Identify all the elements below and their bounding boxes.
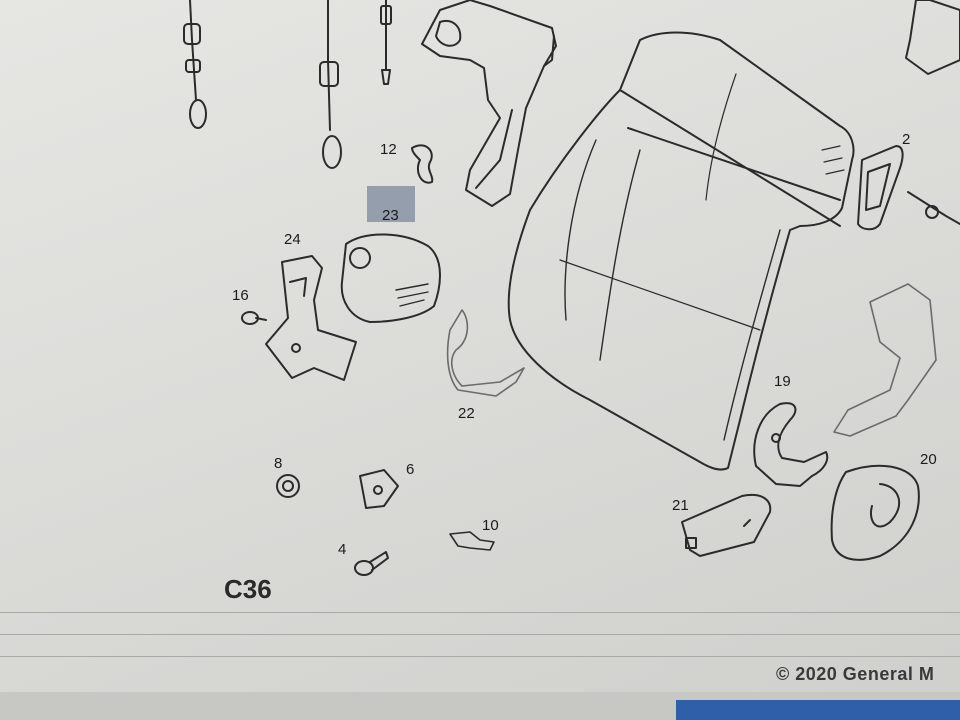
clip-part-12 bbox=[411, 144, 434, 184]
cover-part-23 bbox=[340, 233, 441, 323]
diagram-callout-code: C36 bbox=[224, 574, 272, 604]
footer-divider-top bbox=[0, 612, 960, 613]
label-part-6[interactable]: 6 bbox=[406, 461, 415, 478]
handle-part-2 bbox=[857, 145, 960, 231]
cover-part-20 bbox=[830, 464, 920, 561]
label-part-4[interactable]: 4 bbox=[338, 541, 347, 558]
trim-part-22 bbox=[446, 309, 525, 397]
cable-part-thin bbox=[380, 0, 392, 85]
label-part-16[interactable]: 16 bbox=[232, 287, 249, 304]
footer-divider-middle bbox=[0, 634, 960, 635]
side-cover-faint bbox=[833, 283, 937, 437]
washer-part-8 bbox=[276, 474, 300, 498]
label-part-21[interactable]: 21 bbox=[672, 497, 689, 514]
top-right-part bbox=[905, 0, 960, 75]
label-part-23[interactable]: 23 bbox=[382, 207, 399, 224]
cable-part-left bbox=[183, 0, 207, 129]
label-part-12[interactable]: 12 bbox=[380, 141, 397, 158]
label-part-19[interactable]: 19 bbox=[774, 373, 791, 390]
label-part-2[interactable]: 2 bbox=[902, 131, 911, 148]
nut-part-6 bbox=[359, 469, 399, 509]
bolt-part-16 bbox=[241, 311, 267, 325]
label-part-10[interactable]: 10 bbox=[482, 517, 499, 534]
copyright-text: © 2020 General M bbox=[776, 664, 935, 684]
part-23-highlight[interactable] bbox=[367, 186, 415, 222]
seat-back bbox=[507, 31, 855, 471]
bracket-part-24 bbox=[265, 255, 357, 381]
footer-divider-bottom bbox=[0, 656, 960, 657]
cable-part-middle bbox=[319, 0, 342, 169]
label-part-24[interactable]: 24 bbox=[284, 231, 301, 248]
pin-part-4 bbox=[354, 551, 389, 576]
clip-part-10 bbox=[449, 531, 495, 551]
label-part-22[interactable]: 22 bbox=[458, 405, 475, 422]
label-part-8[interactable]: 8 bbox=[274, 455, 283, 472]
cover-part-19 bbox=[753, 402, 829, 487]
cap-part-21 bbox=[681, 494, 772, 557]
upper-bracket bbox=[421, 0, 557, 207]
label-part-20[interactable]: 20 bbox=[920, 451, 937, 468]
taskbar-strip bbox=[676, 700, 960, 720]
